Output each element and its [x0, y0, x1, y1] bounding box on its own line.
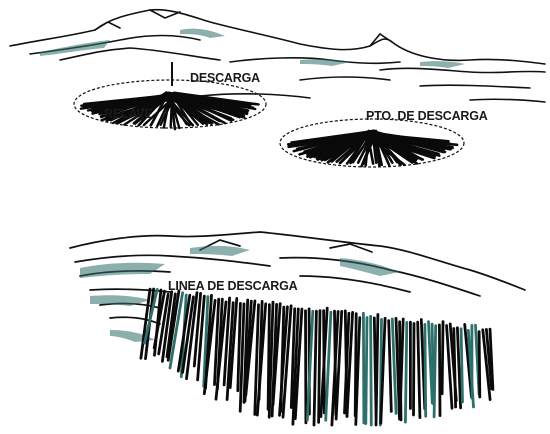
deposit-hatch-stroke: [376, 315, 378, 426]
deposit-hatch-stroke: [363, 313, 364, 423]
label-linea-descarga: LINEA DE DESCARGA: [168, 279, 298, 293]
deposit-hatch-stroke: [418, 322, 420, 418]
deposit-hatch-stroke: [314, 311, 316, 425]
top-terrain: [10, 10, 545, 102]
deposit-hatch-stroke: [425, 324, 426, 416]
deposit-hatch-stroke: [461, 329, 462, 402]
right-tailings-fan: [280, 119, 464, 167]
deposit-hatch-stroke: [414, 324, 415, 416]
linear-tailings-deposit: [141, 289, 493, 425]
label-descarga-left: DESCARGA: [190, 71, 260, 85]
deposit-hatch-stroke: [442, 322, 443, 394]
deposit-hatch-stroke: [439, 325, 440, 416]
deposit-hatch-stroke: [371, 316, 372, 425]
deposit-hatch-stroke: [405, 322, 406, 422]
deposit-hatch-stroke: [479, 332, 480, 397]
deposit-hatch-stroke: [434, 326, 436, 417]
deposit-hatch-stroke: [454, 329, 456, 408]
deposit-hatch-stroke: [319, 311, 320, 423]
left-tailings-fan: [74, 80, 266, 129]
label-pto-descarga: PTO. DE DESCARGA: [366, 109, 488, 123]
label-relave: RELAVE: [104, 107, 153, 121]
top-panel: DESCARGA RELAVE PTO. DE DESCARGA: [10, 10, 545, 167]
bottom-panel: LINEA DE DESCARGA: [70, 232, 525, 425]
deposit-hatch-stroke: [366, 318, 367, 424]
deposit-hatch-stroke: [389, 321, 392, 412]
